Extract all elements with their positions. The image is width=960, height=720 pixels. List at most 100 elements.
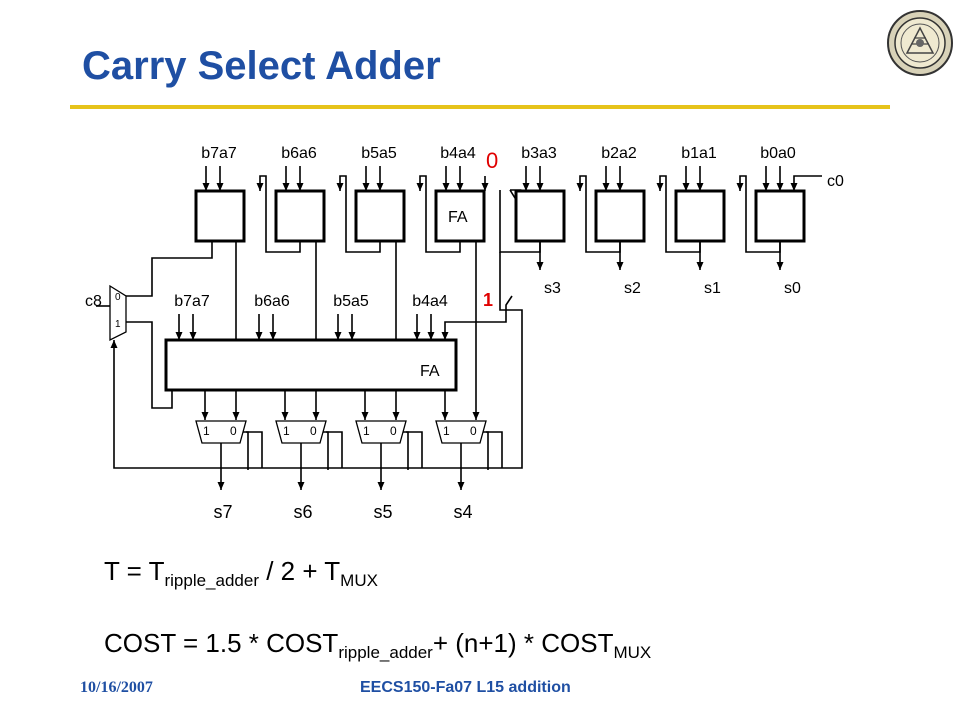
cost-formula: COST = 1.5 * COSTripple_adder+ (n+1) * C… xyxy=(104,628,651,663)
lower-b-input-arrow-5 xyxy=(334,332,342,340)
a-input-arrow-2 xyxy=(616,183,624,191)
upper-sum-arrow-6 xyxy=(312,412,320,420)
output-sum-arrow-6 xyxy=(297,482,305,490)
lower-fa-label: FA xyxy=(420,363,440,380)
mux5-in0: 0 xyxy=(390,424,397,438)
input-label-b3a3: b3a3 xyxy=(521,145,557,162)
low-sum-arrow-0 xyxy=(776,262,784,270)
input-label-b4a4: b4a4 xyxy=(440,145,476,162)
carry-arrow-0 xyxy=(736,183,744,191)
sum-label-s4: s4 xyxy=(453,502,472,522)
b-input-arrow-4 xyxy=(442,183,450,191)
input-label-b5a5: b5a5 xyxy=(361,145,397,162)
lower-a-input-arrow-7 xyxy=(189,332,197,340)
sum-label-s2: s2 xyxy=(624,280,641,297)
university-seal-logo xyxy=(887,10,953,76)
lower-b-input-arrow-7 xyxy=(175,332,183,340)
upper-fa-box-5 xyxy=(354,189,406,243)
b-input-arrow-1 xyxy=(682,183,690,191)
upper-fa-box-4 xyxy=(434,189,486,243)
input-label-b6a6: b6a6 xyxy=(281,145,317,162)
sum-label-s0: s0 xyxy=(784,280,801,297)
a-input-arrow-1 xyxy=(696,183,704,191)
carry-in-label-c0: c0 xyxy=(827,173,844,190)
mux7-in0: 0 xyxy=(230,424,237,438)
lower-sum-arrow-6 xyxy=(281,412,289,420)
low-sum-arrow-2 xyxy=(616,262,624,270)
sum-label-s5: s5 xyxy=(373,502,392,522)
a-input-arrow-0 xyxy=(776,183,784,191)
mux4-in1: 1 xyxy=(443,424,450,438)
output-sum-arrow-7 xyxy=(217,482,225,490)
cost-formula-sub1: ripple_adder xyxy=(338,643,433,663)
lower-b-input-arrow-6 xyxy=(255,332,263,340)
time-formula: T = Tripple_adder / 2 + TMUX xyxy=(104,556,378,591)
upper-fa-box-3 xyxy=(514,189,566,243)
mux6-in1: 1 xyxy=(283,424,290,438)
carry-select-adder-circuit: b7a7 b6a6 b5a5 b4a4 b3a3 b2a2 b1a1 b0a0 … xyxy=(85,145,844,522)
b-input-arrow-5 xyxy=(362,183,370,191)
b-input-arrow-0 xyxy=(762,183,770,191)
cost-formula-lhs: COST = 1.5 * COST xyxy=(104,628,339,658)
carry-wire-4 xyxy=(419,175,461,253)
carry-out-label-c8: c8 xyxy=(85,293,102,310)
lower-sum-arrow-7 xyxy=(201,412,209,420)
output-mux-4 xyxy=(435,420,487,444)
lower-input-label-b4a4: b4a4 xyxy=(412,293,448,310)
footer-date: 10/16/2007 xyxy=(80,679,153,696)
upper-carry-out-wire xyxy=(114,241,213,297)
zero-carry-arrow xyxy=(481,183,489,191)
mux-select-wire-5 xyxy=(402,431,409,470)
c8-mux-in1: 1 xyxy=(115,319,121,330)
lower-a-input-arrow-4 xyxy=(427,332,435,340)
mux-select-wire-6 xyxy=(322,431,329,470)
carry-arrow-6 xyxy=(256,183,264,191)
upper-fa-box-0 xyxy=(754,189,806,243)
upper-sum-arrow-4 xyxy=(472,412,480,420)
mux-select-wire-7 xyxy=(242,431,249,470)
upper-sum-arrow-7 xyxy=(232,412,240,420)
select-line-wire xyxy=(113,252,523,469)
output-mux-5 xyxy=(355,420,407,444)
lower-a-input-arrow-6 xyxy=(269,332,277,340)
lower-fa-box xyxy=(164,338,458,392)
lower-b-input-arrow-4 xyxy=(413,332,421,340)
c8-mux-in0: 0 xyxy=(115,292,121,303)
carry-arrow-2 xyxy=(576,183,584,191)
output-sum-arrow-5 xyxy=(377,482,385,490)
sum-label-s6: s6 xyxy=(293,502,312,522)
upper-fa-label: FA xyxy=(448,209,468,226)
mux6-in0: 0 xyxy=(310,424,317,438)
one-carry-arrow xyxy=(441,332,449,340)
c0-wire xyxy=(793,175,822,191)
upper-fa-box-2 xyxy=(594,189,646,243)
upper-carry-in-zero: 0 xyxy=(486,148,498,173)
lower-carry-in-one: 1 xyxy=(483,290,493,310)
input-label-b1a1: b1a1 xyxy=(681,145,717,162)
input-label-b7a7: b7a7 xyxy=(201,145,237,162)
low-sum-arrow-3 xyxy=(536,262,544,270)
lower-sum-arrow-4 xyxy=(441,412,449,420)
c0-arrow xyxy=(790,183,798,191)
b-input-arrow-2 xyxy=(602,183,610,191)
b-input-arrow-7 xyxy=(202,183,210,191)
select-tap-5 xyxy=(406,431,423,468)
output-mux-7 xyxy=(195,420,247,444)
lower-sum-arrow-5 xyxy=(361,412,369,420)
one-carry-wire xyxy=(444,295,513,340)
slide-title: Carry Select Adder xyxy=(82,44,441,88)
a-input-arrow-5 xyxy=(376,183,384,191)
cost-formula-sub2: MUX xyxy=(613,643,652,663)
c8-mux xyxy=(109,284,127,342)
mux5-in1: 1 xyxy=(363,424,370,438)
title-rule xyxy=(70,105,890,109)
upper-sum-arrow-5 xyxy=(392,412,400,420)
time-formula-lhs: T = T xyxy=(104,556,165,586)
carry-arrow-1 xyxy=(656,183,664,191)
upper-fa-box-6 xyxy=(274,189,326,243)
b-input-arrow-6 xyxy=(282,183,290,191)
lower-carry-out-wire xyxy=(114,321,173,409)
upper-fa-box-1 xyxy=(674,189,726,243)
sum-label-s7: s7 xyxy=(213,502,232,522)
lower-input-label-b7a7: b7a7 xyxy=(174,293,210,310)
